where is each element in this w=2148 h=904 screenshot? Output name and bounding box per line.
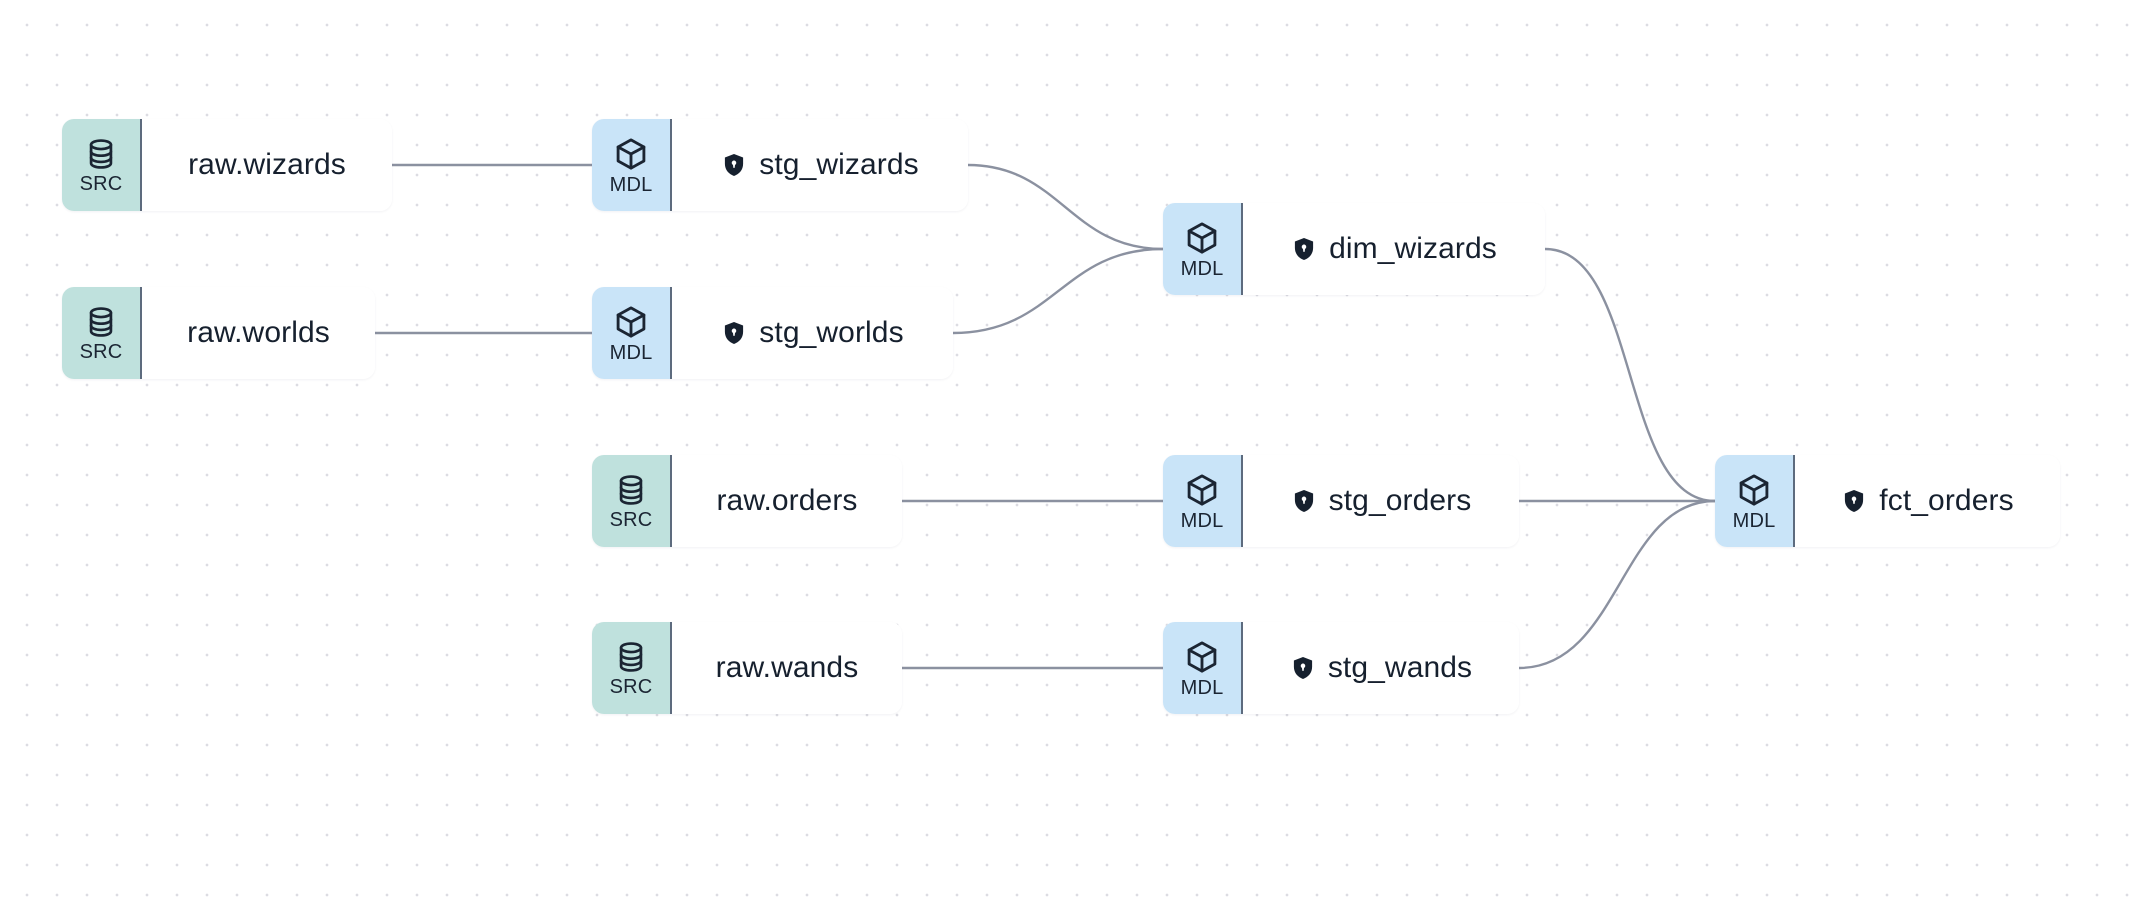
node-body: raw.worlds [142,287,375,379]
shield-lock-icon [1291,488,1317,514]
node-fct-orders[interactable]: MDL fct_orders [1715,455,2060,547]
node-badge-label: MDL [609,341,653,364]
node-body: raw.wands [672,622,902,714]
node-label: raw.worlds [187,316,330,349]
node-badge-mdl: MDL [1715,455,1795,547]
node-badge-label: SRC [609,508,653,531]
node-label: stg_wands [1327,651,1473,684]
node-label: stg_wizards [759,148,919,181]
node-body: raw.orders [672,455,902,547]
node-stg-wizards[interactable]: MDL stg_wizards [592,119,968,211]
node-badge-src: SRC [592,622,672,714]
cube-icon [613,136,649,172]
edge-stg-wands-to-fct-orders [1517,499,1717,670]
node-badge-label: MDL [1180,257,1224,280]
cube-icon [613,304,649,340]
edge-stg-wizards-to-dim-wizards [966,163,1165,251]
shield-lock-icon [1290,655,1316,681]
node-body: raw.wizards [142,119,392,211]
edge-dim-wizards-to-fct-orders [1543,247,1717,503]
node-badge-label: SRC [609,675,653,698]
node-badge-label: MDL [1180,676,1224,699]
node-badge-label: SRC [79,172,123,195]
cube-icon [1184,639,1220,675]
node-body: stg_orders [1243,455,1519,547]
node-badge-src: SRC [592,455,672,547]
node-raw-wizards[interactable]: SRC raw.wizards [62,119,392,211]
node-stg-worlds[interactable]: MDL stg_worlds [592,287,953,379]
node-label: dim_wizards [1329,232,1497,265]
cube-icon [1184,220,1220,256]
shield-lock-icon [721,152,747,178]
node-label: fct_orders [1879,484,2014,517]
node-body: dim_wizards [1243,203,1545,295]
node-raw-wands[interactable]: SRC raw.wands [592,622,902,714]
node-badge-mdl: MDL [1163,622,1243,714]
node-badge-label: MDL [1180,509,1224,532]
node-badge-src: SRC [62,119,142,211]
node-badge-mdl: MDL [1163,203,1243,295]
node-stg-wands[interactable]: MDL stg_wands [1163,622,1519,714]
node-body: stg_worlds [672,287,953,379]
node-label: stg_orders [1328,484,1472,517]
node-raw-worlds[interactable]: SRC raw.worlds [62,287,375,379]
node-badge-mdl: MDL [592,119,672,211]
node-badge-label: MDL [1732,509,1776,532]
node-label: raw.wizards [188,148,346,181]
database-icon [614,640,648,674]
node-raw-orders[interactable]: SRC raw.orders [592,455,902,547]
node-badge-label: MDL [609,173,653,196]
database-icon [84,137,118,171]
node-stg-orders[interactable]: MDL stg_orders [1163,455,1519,547]
node-badge-mdl: MDL [1163,455,1243,547]
shield-lock-icon [1291,236,1317,262]
database-icon [614,473,648,507]
cube-icon [1736,472,1772,508]
node-badge-label: SRC [79,340,123,363]
edge-stg-worlds-to-dim-wizards [951,247,1165,335]
node-badge-src: SRC [62,287,142,379]
node-body: fct_orders [1795,455,2060,547]
node-label: raw.wands [715,651,859,684]
node-body: stg_wands [1243,622,1519,714]
shield-lock-icon [1841,488,1867,514]
node-badge-mdl: MDL [592,287,672,379]
node-label: stg_worlds [759,316,904,349]
node-label: raw.orders [716,484,858,517]
cube-icon [1184,472,1220,508]
shield-lock-icon [721,320,747,346]
node-dim-wizards[interactable]: MDL dim_wizards [1163,203,1545,295]
node-body: stg_wizards [672,119,968,211]
database-icon [84,305,118,339]
